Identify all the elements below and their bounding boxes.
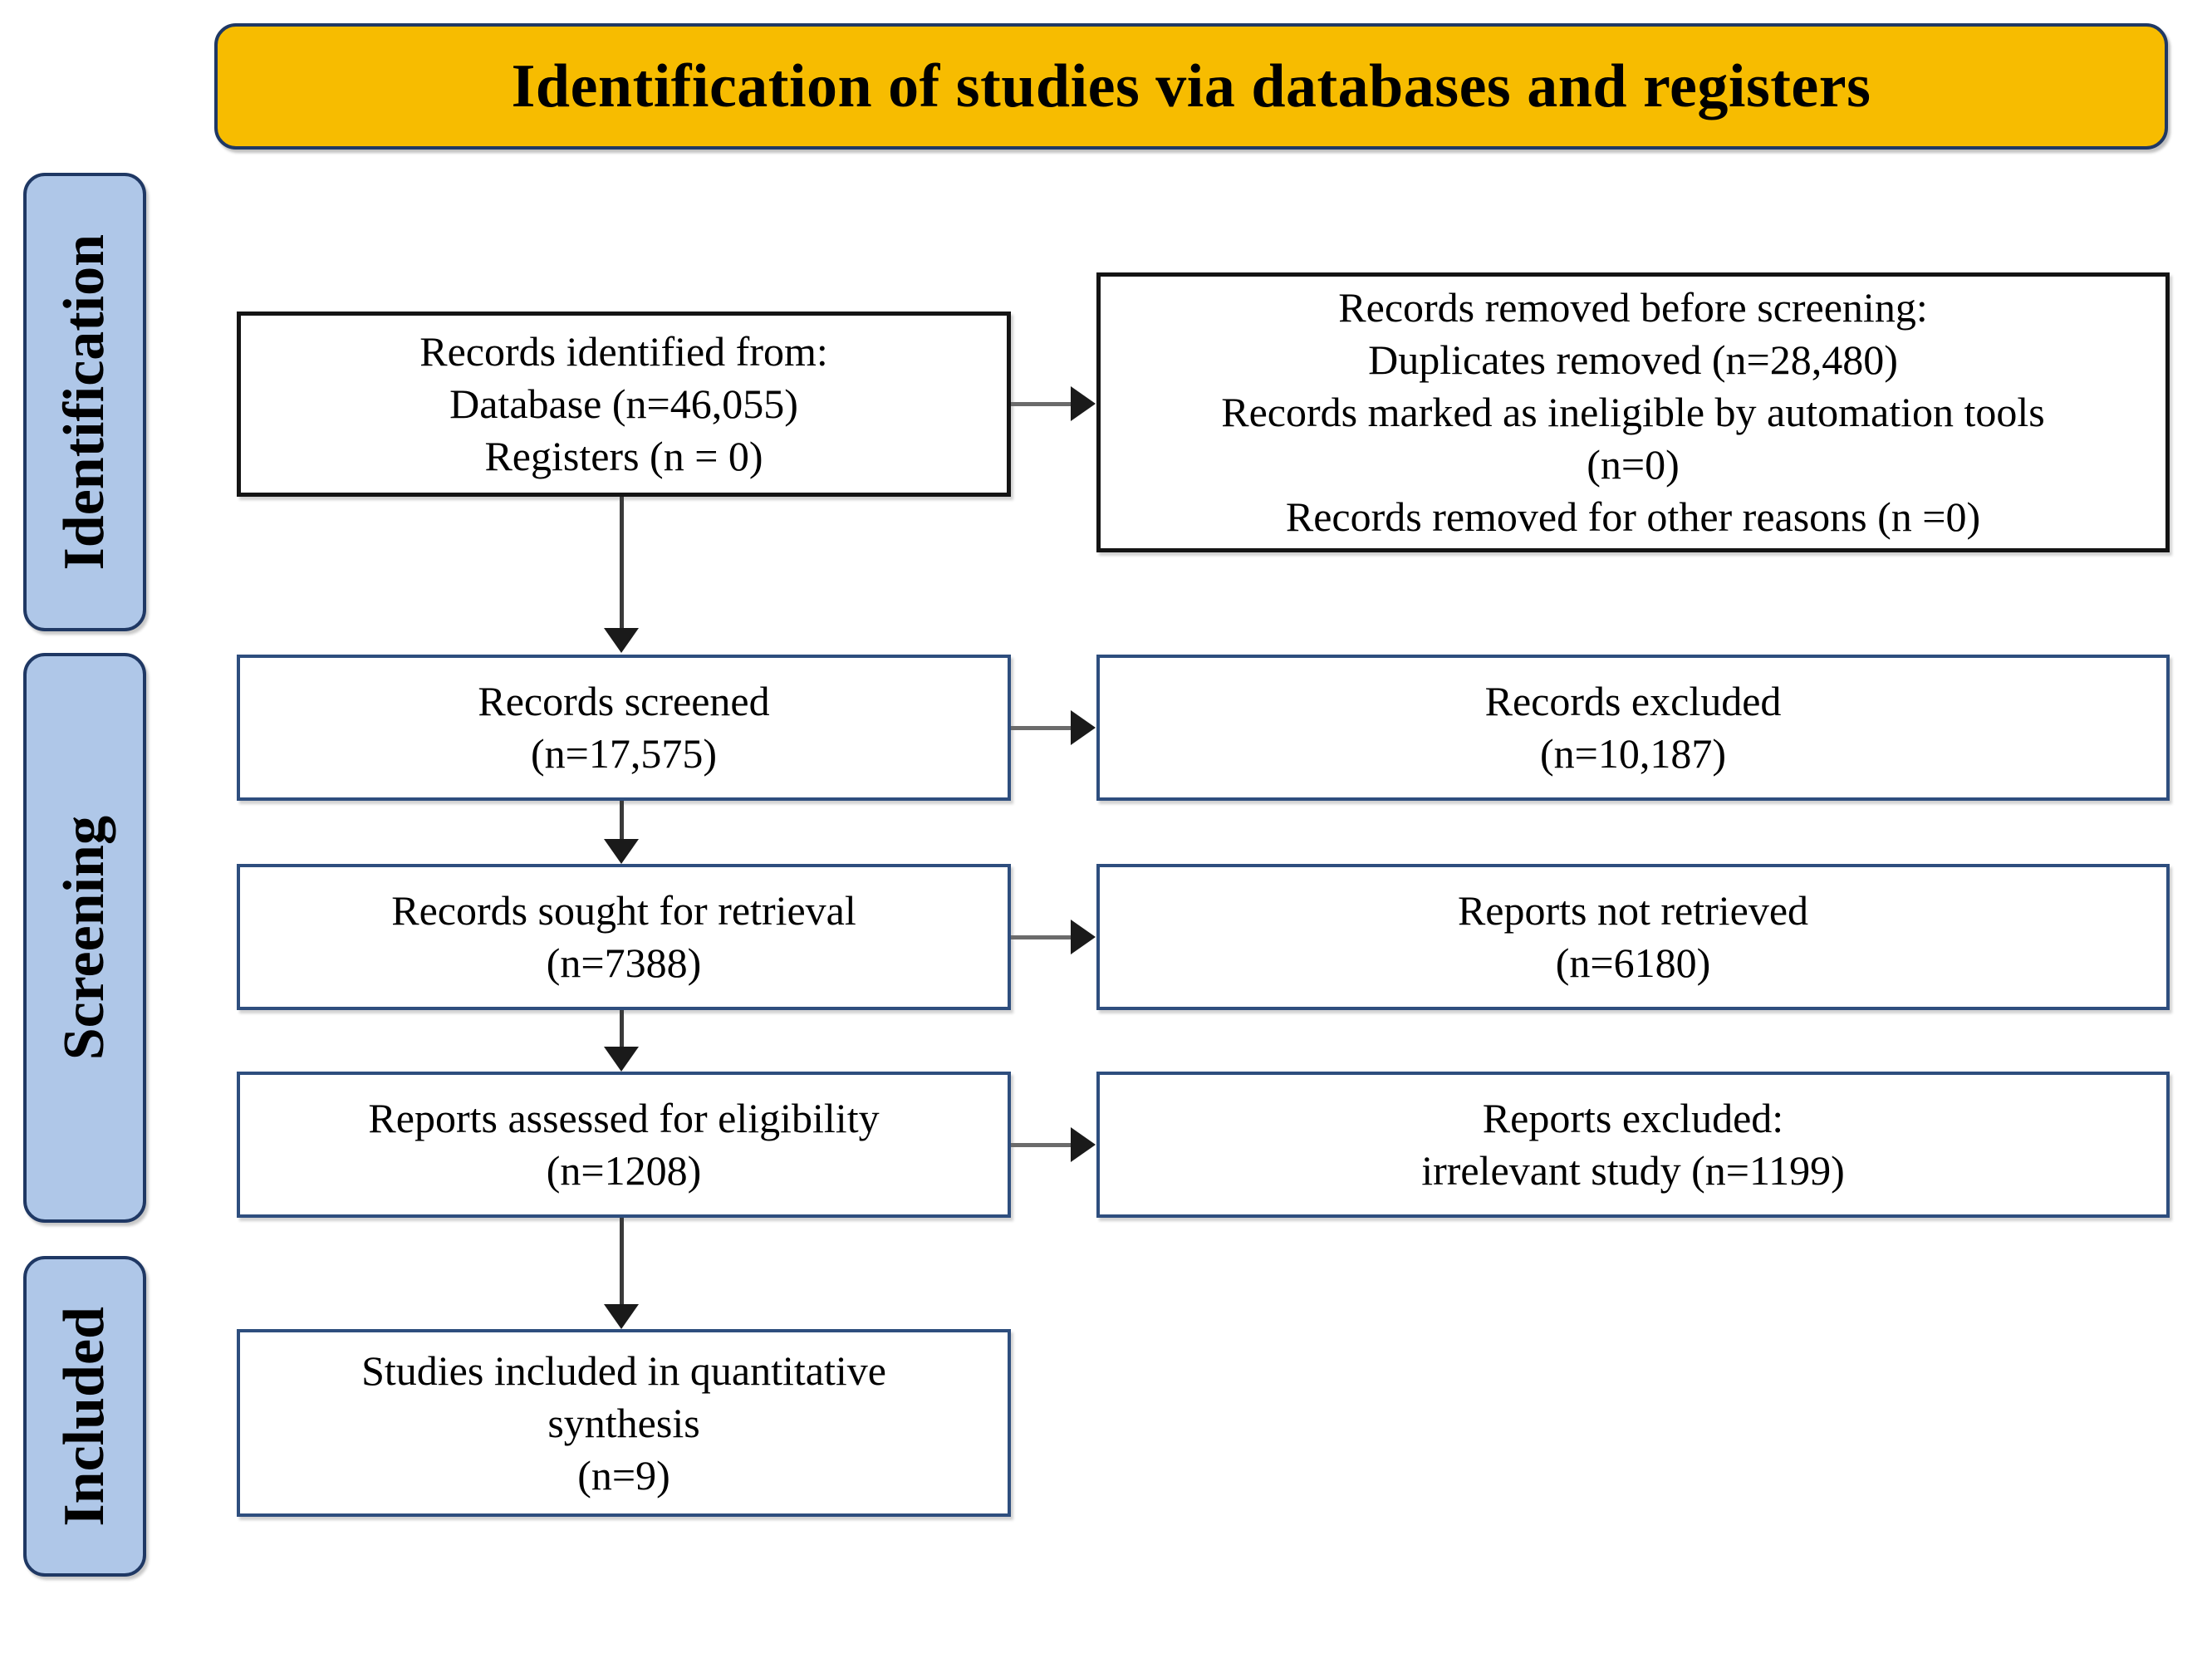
node-records-removed-line-5: Records removed for other reasons (n =0) [1285, 493, 1981, 540]
node-reports-excluded-line-2: irrelevant study (n=1199) [1421, 1147, 1845, 1194]
node-records-removed-line-1: Records removed before screening: [1338, 284, 1928, 331]
connector-sought-to-assessed-arrowhead-icon [604, 1047, 639, 1072]
node-records-sought-for-retrieval: Records sought for retrieval (n=7388) [237, 864, 1011, 1010]
node-records-screened: Records screened (n=17,575) [237, 655, 1011, 801]
connector-identified-to-screened-line [620, 497, 624, 628]
connector-sought-to-notretrieved-line [1011, 935, 1071, 939]
node-studies-included: Studies included in quantitative synthes… [237, 1329, 1011, 1517]
node-records-removed-line-4: (n=0) [1587, 441, 1680, 488]
node-records-identified: Records identified from: Database (n=46,… [237, 312, 1011, 497]
node-reports-excluded-line-1: Reports excluded: [1482, 1095, 1784, 1141]
node-records-removed-before-screening: Records removed before screening: Duplic… [1096, 272, 2170, 552]
node-reports-assessed-line-2: (n=1208) [546, 1147, 702, 1194]
connector-screened-to-sought-arrowhead-icon [604, 839, 639, 864]
stage-label-identification: Identification [23, 173, 146, 631]
connector-assessed-to-included-arrowhead-icon [604, 1304, 639, 1329]
node-studies-included-line-2: synthesis [547, 1399, 700, 1446]
connector-assessed-to-repexcluded-line [1011, 1143, 1071, 1147]
node-records-excluded: Records excluded (n=10,187) [1096, 655, 2170, 801]
connector-assessed-to-included-line [620, 1218, 624, 1304]
node-records-sought-line-1: Records sought for retrieval [391, 887, 856, 934]
stage-label-included-text: Included [52, 1306, 116, 1527]
node-records-identified-line-1: Records identified from: [419, 328, 828, 375]
connector-screened-to-excluded-line [1011, 726, 1071, 730]
stage-label-included: Included [23, 1256, 146, 1577]
connector-assessed-to-repexcluded-arrowhead-icon [1071, 1127, 1096, 1162]
connector-identified-to-removed-arrowhead-icon [1071, 386, 1096, 421]
stage-label-screening-text: Screening [52, 815, 116, 1061]
node-records-removed-line-3: Records marked as ineligible by automati… [1221, 389, 2045, 435]
diagram-title-banner: Identification of studies via databases … [214, 23, 2168, 150]
connector-identified-to-removed-line [1011, 402, 1071, 406]
node-reports-assessed-line-1: Reports assessed for eligibility [368, 1095, 880, 1141]
diagram-title: Identification of studies via databases … [511, 52, 1871, 120]
node-records-excluded-line-2: (n=10,187) [1540, 730, 1726, 777]
node-records-sought-line-2: (n=7388) [546, 939, 702, 986]
node-studies-included-line-3: (n=9) [577, 1451, 670, 1499]
node-reports-excluded: Reports excluded: irrelevant study (n=11… [1096, 1072, 2170, 1218]
node-reports-not-retrieved-line-2: (n=6180) [1555, 939, 1711, 986]
connector-sought-to-notretrieved-arrowhead-icon [1071, 920, 1096, 954]
connector-screened-to-excluded-arrowhead-icon [1071, 710, 1096, 745]
stage-label-screening: Screening [23, 653, 146, 1223]
node-records-screened-line-2: (n=17,575) [531, 730, 717, 777]
connector-screened-to-sought-line [620, 801, 624, 839]
connector-identified-to-screened-arrowhead-icon [604, 628, 639, 653]
node-studies-included-line-1: Studies included in quantitative [361, 1347, 886, 1394]
node-records-identified-line-3: Registers (n = 0) [484, 433, 763, 479]
stage-label-identification-text: Identification [52, 233, 116, 571]
node-reports-not-retrieved-line-1: Reports not retrieved [1457, 887, 1809, 934]
node-records-excluded-line-1: Records excluded [1484, 678, 1782, 724]
node-records-screened-line-1: Records screened [478, 678, 770, 724]
node-records-identified-line-2: Database (n=46,055) [449, 380, 798, 427]
node-records-removed-line-2: Duplicates removed (n=28,480) [1368, 336, 1898, 383]
connector-sought-to-assessed-line [620, 1010, 624, 1047]
node-reports-not-retrieved: Reports not retrieved (n=6180) [1096, 864, 2170, 1010]
node-reports-assessed-for-eligibility: Reports assessed for eligibility (n=1208… [237, 1072, 1011, 1218]
